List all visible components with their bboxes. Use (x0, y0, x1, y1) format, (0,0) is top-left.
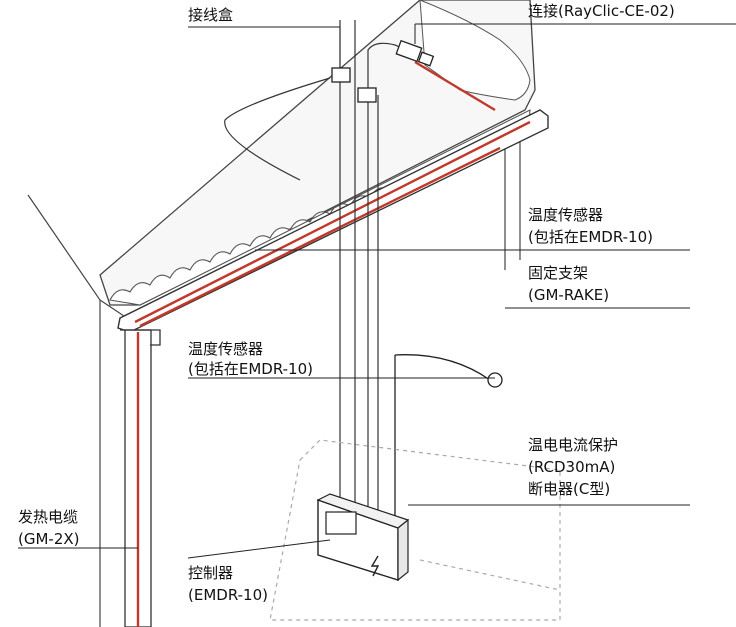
rake-label-line1: 固定支架 (528, 264, 589, 282)
heating-cable (134, 60, 531, 328)
cable-label-line1: 发热电缆 (18, 508, 79, 526)
sensor-ground-label-line1: 温度传感器 (188, 340, 264, 358)
house-outline (27, 130, 521, 627)
sensor-roof-label-line2: (包括在EMDR-10) (528, 228, 653, 246)
lightning-icon (370, 555, 380, 577)
controller-label-line2: (EMDR-10) (188, 586, 268, 604)
rake-label-line2: (GM-RAKE) (528, 286, 610, 304)
snow-top (419, 0, 531, 101)
sensor-ground-label-line2: (包括在EMDR-10) (188, 360, 313, 378)
cable-label-line2: (GM-2X) (18, 530, 80, 548)
conduits (224, 20, 411, 510)
junction-box-label: 接线盒 (188, 6, 234, 24)
rcd-label-line3: 断电器(C型) (528, 480, 611, 498)
junction-boxes (331, 67, 377, 103)
leader-lines (18, 23, 736, 559)
rcd-label-line1: 温电电流保护 (528, 436, 619, 454)
ground-area (269, 439, 561, 621)
connector-part (395, 39, 435, 67)
wall-sensor (394, 354, 503, 530)
roof (99, 0, 536, 306)
connector-label: 连接(RayClic-CE-02) (528, 2, 675, 20)
controller-label-line1: 控制器 (188, 564, 234, 582)
downpipe (120, 329, 161, 627)
rcd-label-line2: (RCD30mA) (528, 458, 616, 476)
sensor-roof-label-line1: 温度传感器 (528, 206, 604, 224)
controller-box (316, 493, 410, 582)
